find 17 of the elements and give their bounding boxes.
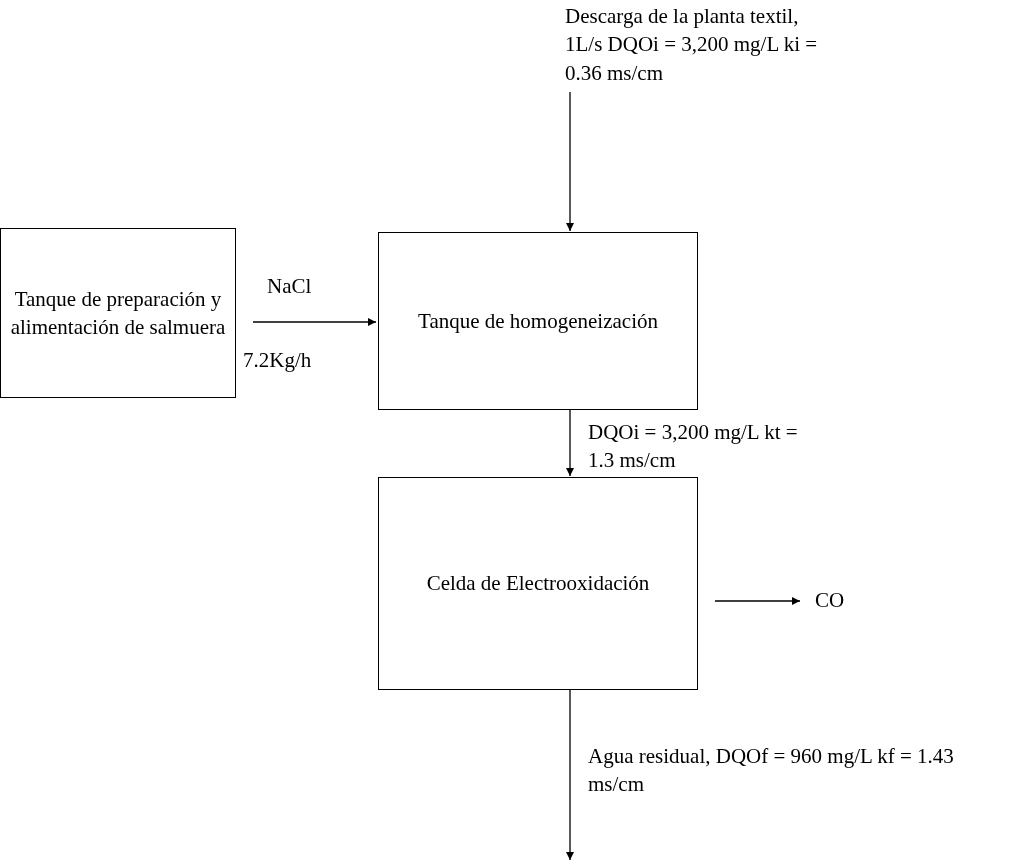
arrow: [566, 91, 574, 232]
stream-label: CO: [815, 586, 865, 616]
edge-label: NaCl: [267, 273, 312, 300]
box-text: Tanque de homogeneización: [418, 307, 658, 335]
edge-label: DQOi = 3,200 mg/L kt = 1.3 ms/cm: [588, 419, 799, 475]
stream-label: Descarga de la planta textil, 1L/s DQOi = 3,200 mg/L ki = 0.36 ms/cm: [565, 2, 835, 102]
edge-label: Agua residual, DQOf = 960 mg/L kf = 1.43 ms/cm: [588, 743, 955, 799]
process-box: [0, 228, 236, 398]
arrow: [714, 597, 801, 605]
process-box: [378, 477, 698, 690]
arrow: [566, 689, 574, 861]
flow-rate-label: 7.2Kg/h: [243, 347, 312, 374]
process-box: [378, 232, 698, 410]
box-text: Celda de Electrooxidación: [426, 570, 650, 598]
arrow: [566, 409, 574, 477]
box-text: Tanque de preparación y alimentación de salmuera: [9, 285, 227, 341]
arrow: [252, 318, 377, 326]
